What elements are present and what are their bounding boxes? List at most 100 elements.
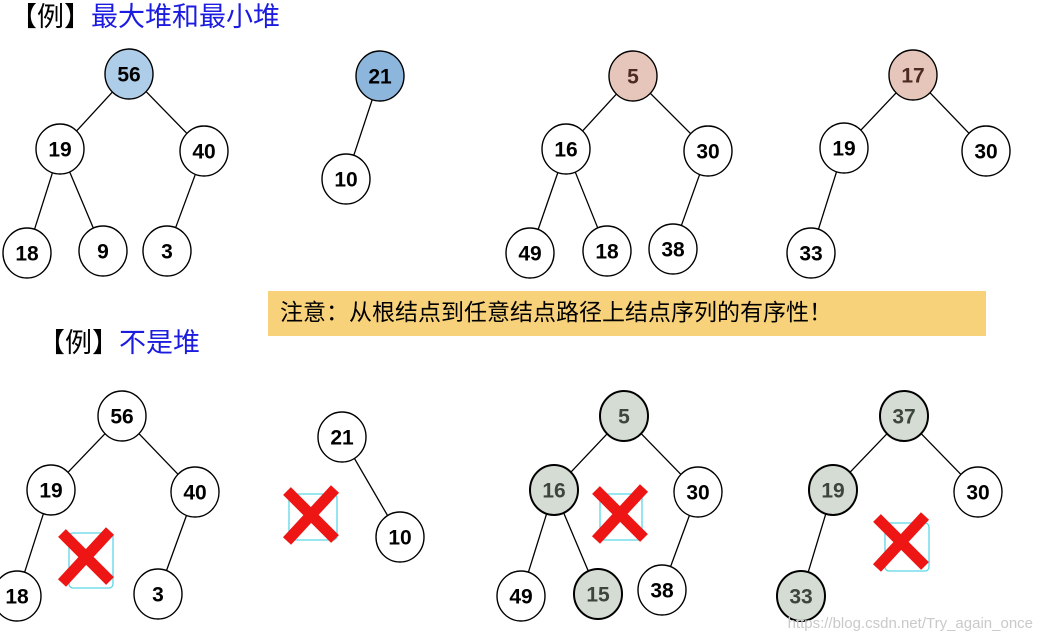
tree-edge	[563, 512, 589, 572]
node-circle	[879, 390, 929, 442]
tree-edge	[33, 172, 54, 230]
node-circle	[961, 125, 1011, 177]
cross-mark	[57, 527, 115, 589]
tree-edge	[353, 99, 373, 156]
node-circle	[375, 511, 425, 563]
node-label: 30	[686, 482, 709, 505]
tree-edge	[582, 93, 617, 132]
node-label: 40	[192, 141, 215, 164]
node-label: 56	[110, 406, 133, 429]
node-circle	[179, 125, 229, 177]
tree-node: 18	[582, 225, 632, 277]
tree-node: 33	[786, 227, 836, 279]
node-label: 56	[117, 64, 140, 87]
tree-node: 15	[573, 568, 623, 620]
node-label: 17	[901, 65, 924, 88]
tree-node: 56	[104, 48, 154, 100]
node-label: 18	[595, 241, 619, 264]
tree-node: 19	[808, 464, 858, 516]
node-circle	[2, 227, 52, 279]
tree-node: 38	[637, 564, 687, 616]
tree-edge	[574, 171, 599, 229]
node-label: 19	[832, 138, 855, 161]
cross-mark	[591, 484, 649, 544]
node-circle	[637, 564, 687, 616]
tree-node: 49	[505, 227, 555, 279]
node-circle	[599, 390, 649, 442]
tree-edge	[570, 433, 608, 473]
heading-heaps-bracket: 【例】	[10, 2, 91, 33]
tree-edge	[807, 513, 827, 573]
tree-node: 40	[179, 125, 229, 177]
node-circle	[496, 570, 546, 622]
node-circle	[683, 125, 733, 177]
node-label: 40	[183, 482, 206, 505]
tree-node: 37	[879, 390, 929, 442]
cross-box	[288, 493, 338, 541]
node-label: 21	[330, 427, 354, 450]
tree-edge	[138, 433, 179, 475]
node-label: 16	[542, 480, 565, 503]
tree-edge	[849, 433, 888, 473]
tree-node: 19	[35, 123, 85, 175]
node-circle	[529, 464, 579, 516]
tree-edge	[920, 433, 962, 475]
node-circle	[0, 570, 42, 622]
tree-node: 30	[953, 466, 1003, 518]
cross-stroke	[872, 512, 930, 572]
nodes-layer: 56 19 40 18 9 3 21 10 5 16 30 49 18 38 17 19 30 33 56 19 40 1…	[0, 48, 1011, 622]
node-label: 37	[892, 406, 915, 429]
tree-node: 18	[0, 570, 42, 622]
node-label: 3	[161, 241, 173, 264]
node-circle	[321, 153, 371, 205]
tree-node: 56	[97, 390, 147, 442]
tree-node: 40	[170, 466, 220, 518]
tree-node: 3	[142, 225, 192, 277]
node-label: 18	[15, 243, 39, 266]
node-label: 33	[789, 586, 812, 609]
node-circle	[786, 227, 836, 279]
node-label: 19	[48, 139, 71, 162]
node-label: 10	[334, 169, 357, 192]
node-circle	[573, 568, 623, 620]
note-box: 注意：从根结点到任意结点路径上结点序列的有序性！	[268, 291, 986, 336]
cross-mark	[872, 512, 930, 572]
cross-box	[884, 522, 930, 572]
node-circle	[608, 50, 658, 102]
node-circle	[953, 466, 1003, 518]
cross-marks	[57, 484, 930, 589]
node-label: 38	[650, 580, 674, 603]
node-label: 38	[661, 239, 685, 262]
tree-edge	[527, 513, 548, 573]
node-label: 9	[97, 241, 109, 264]
node-circle	[648, 223, 698, 275]
tree-edge	[537, 172, 559, 230]
node-circle	[541, 123, 591, 175]
tree-node: 19	[26, 464, 76, 516]
cross-stroke	[57, 527, 115, 587]
tree-node: 21	[317, 411, 367, 463]
node-label: 19	[821, 480, 844, 503]
node-label: 19	[39, 480, 62, 503]
heading-not-heaps-title: 不是堆	[119, 328, 200, 359]
node-label: 5	[618, 406, 630, 429]
node-circle	[776, 570, 826, 622]
node-circle	[808, 464, 858, 516]
node-circle	[133, 568, 183, 620]
node-circle	[78, 225, 128, 277]
tree-node: 30	[673, 466, 723, 518]
tree-node: 19	[819, 122, 869, 174]
tree-node: 33	[776, 570, 826, 622]
node-label: 49	[509, 586, 532, 609]
tree-edge	[175, 174, 196, 228]
node-circle	[819, 122, 869, 174]
tree-edge	[649, 92, 692, 135]
tree-node: 21	[355, 50, 405, 102]
node-label: 15	[586, 584, 610, 607]
tree-node: 30	[961, 125, 1011, 177]
tree-node: 5	[608, 50, 658, 102]
node-label: 5	[627, 66, 639, 89]
tree-edge	[669, 515, 691, 567]
node-label: 30	[696, 141, 719, 164]
